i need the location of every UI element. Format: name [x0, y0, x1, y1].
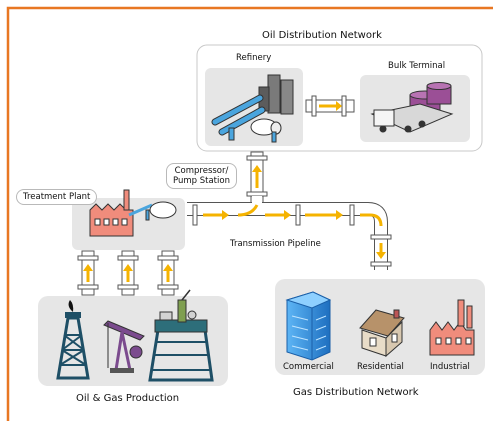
residential-label: Residential [357, 362, 404, 372]
transmission-pipeline-label: Transmission Pipeline [230, 239, 321, 249]
transmission-pipe [187, 196, 392, 270]
gas-network-title: Gas Distribution Network [293, 387, 419, 398]
industrial-factory-icon [429, 299, 475, 356]
commercial-building-icon [285, 291, 332, 361]
commercial-label: Commercial [283, 362, 334, 372]
refinery-icon [211, 74, 294, 143]
bulk-terminal-label: Bulk Terminal [388, 61, 446, 71]
production-pipes [77, 250, 179, 296]
residential-house-icon [359, 309, 405, 358]
oil-derrick-icon [56, 300, 90, 380]
treatment-plant-icon [89, 189, 177, 237]
pumpjack-icon [103, 320, 145, 373]
production-title: Oil & Gas Production [76, 393, 180, 404]
industrial-label: Industrial [430, 362, 470, 372]
oil-network-title: Oil Distribution Network [262, 30, 382, 41]
pipe-refinery-terminal [305, 95, 355, 117]
treatment-plant-callout: Treatment Plant [16, 189, 98, 205]
compressor-callout: Compressor/ Pump Station [166, 163, 237, 189]
outer-frame [6, 6, 493, 421]
bulk-terminal-icon [370, 82, 454, 133]
pipe-to-refinery [246, 151, 268, 209]
offshore-platform-icon [148, 289, 214, 382]
refinery-label: Refinery [236, 53, 272, 63]
